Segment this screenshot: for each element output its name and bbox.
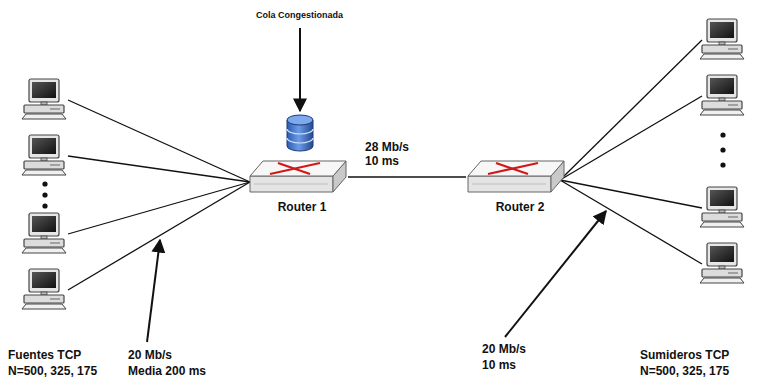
- rate-label: 20 Mb/s: [128, 348, 172, 362]
- queue-cylinder: [287, 115, 313, 151]
- queue-leader: [299, 28, 301, 111]
- router-label: Router 1: [248, 158, 356, 214]
- link-label: 28 Mb/s 10 ms: [365, 140, 419, 169]
- link-line: [348, 176, 466, 178]
- count-label: N=500, 325, 175: [640, 364, 729, 378]
- source-computers: [22, 79, 66, 309]
- router-node: Router 2: [466, 158, 574, 214]
- router-symbol: [466, 158, 566, 196]
- source-link-leader: [147, 240, 160, 342]
- source-wires: [68, 100, 250, 290]
- delay-label: 10 ms: [482, 358, 516, 372]
- router-node: Router 1: [248, 158, 356, 214]
- delay-label: Media 200 ms: [128, 364, 206, 378]
- sink-link-leader: [505, 211, 606, 337]
- rate-label: 20 Mb/s: [482, 342, 526, 356]
- router-symbol: [248, 158, 348, 196]
- count-label: N=500, 325, 175: [8, 364, 97, 378]
- callout-label: Cola Congestionada: [256, 10, 343, 21]
- router-label: Router 2: [466, 158, 574, 214]
- group-label: Sumideros TCP: [640, 348, 729, 362]
- sink-computers: [700, 19, 744, 283]
- sink-wires: [560, 40, 702, 264]
- group-label: Fuentes TCP: [8, 348, 81, 362]
